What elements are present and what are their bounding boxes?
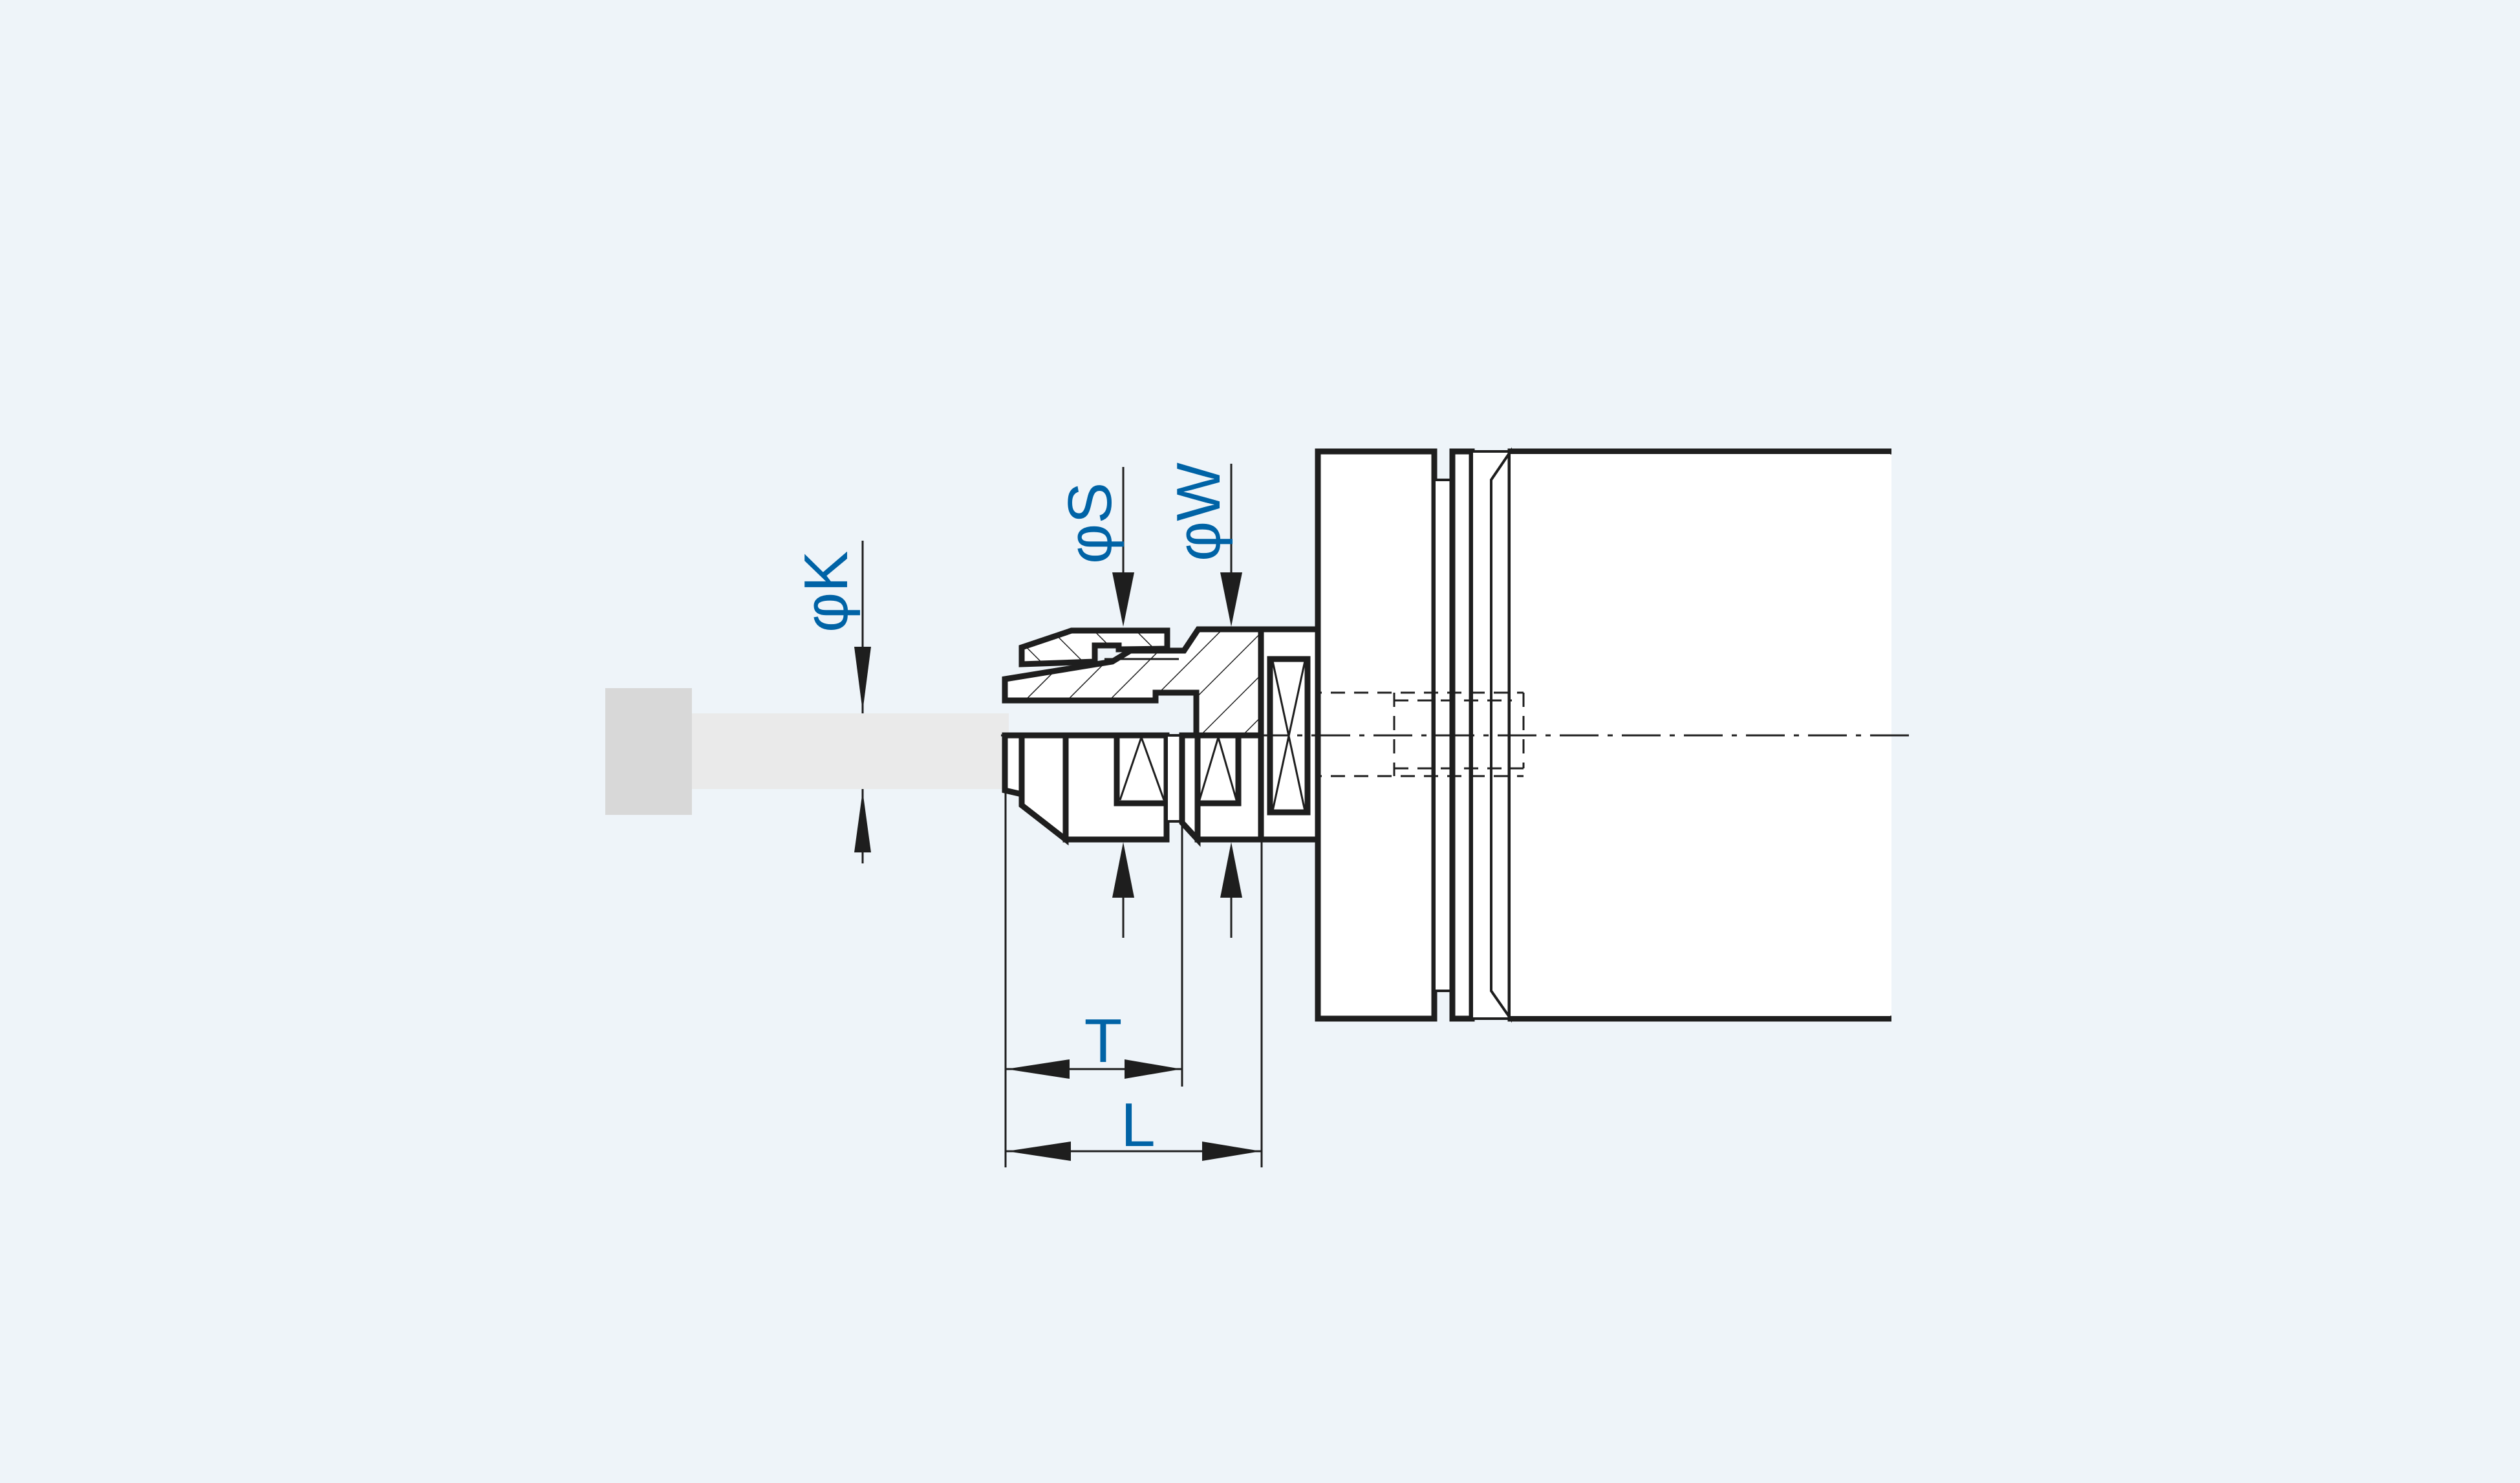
dimension-l: L — [1006, 1090, 1262, 1161]
union-nut-section — [1018, 627, 1170, 667]
dimension-s: φS — [1055, 467, 1134, 938]
label-t: T — [1084, 1006, 1123, 1076]
tube-end-cap — [605, 688, 692, 815]
dimension-t: T — [1006, 1006, 1182, 1079]
label-phi-w: φW — [1164, 462, 1233, 561]
label-phi-s: φS — [1055, 482, 1125, 564]
tube — [605, 688, 1009, 815]
label-l: L — [1121, 1090, 1155, 1160]
extension-lines — [1004, 737, 1263, 1167]
dimension-w: φW — [1164, 462, 1242, 938]
threaded-port — [1261, 691, 1525, 777]
label-phi-k: φK — [792, 551, 861, 633]
fitting-lower — [1002, 732, 1264, 847]
dimension-k: φK — [792, 541, 871, 863]
